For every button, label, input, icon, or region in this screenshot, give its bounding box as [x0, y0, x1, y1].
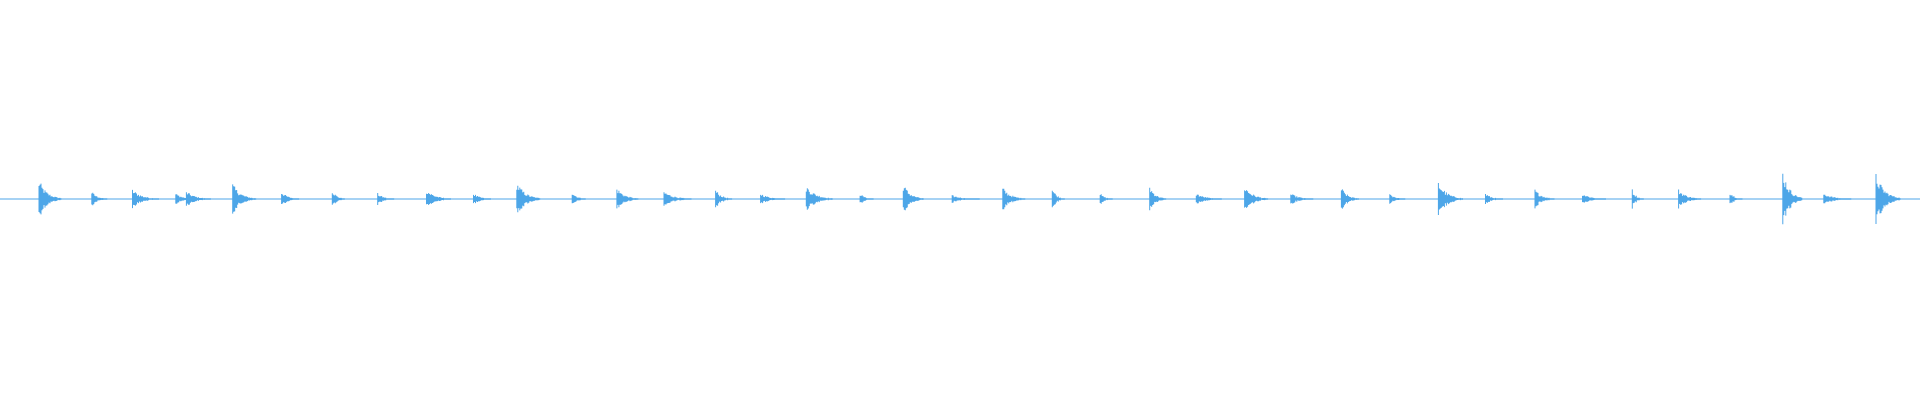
- waveform-burst: [1002, 188, 1026, 210]
- waveform-burst: [663, 192, 692, 206]
- waveform-burst: [331, 193, 345, 205]
- waveform-burst: [1340, 189, 1359, 209]
- waveform-burst: [1678, 189, 1702, 209]
- waveform-burst: [1051, 190, 1065, 208]
- waveform-bursts: [38, 173, 1901, 225]
- waveform-burst: [1099, 194, 1113, 204]
- waveform-burst: [473, 194, 491, 204]
- waveform-burst: [1729, 194, 1743, 204]
- waveform-burst: [185, 192, 211, 206]
- waveform-burst: [132, 189, 159, 209]
- waveform-burst: [38, 183, 62, 215]
- waveform-burst: [377, 193, 395, 205]
- waveform-burst: [1149, 187, 1167, 211]
- waveform-burst: [1195, 194, 1222, 204]
- waveform-burst: [91, 192, 108, 206]
- waveform-burst: [1244, 190, 1269, 208]
- waveform-burst: [1290, 194, 1314, 204]
- waveform-burst: [1389, 194, 1406, 204]
- waveform-burst: [1875, 174, 1901, 224]
- waveform-burst: [902, 187, 924, 211]
- waveform-burst: [1485, 194, 1503, 204]
- waveform-burst: [1823, 194, 1852, 204]
- waveform-burst: [516, 185, 541, 213]
- waveform-burst: [715, 190, 733, 208]
- waveform-burst: [426, 193, 451, 205]
- waveform-burst: [616, 189, 639, 209]
- waveform-burst: [951, 195, 980, 203]
- waveform-burst: [1631, 189, 1644, 209]
- waveform-burst: [281, 194, 300, 204]
- waveform-burst: [1782, 173, 1803, 225]
- waveform-burst: [805, 188, 833, 210]
- waveform-burst: [1437, 183, 1463, 215]
- waveform-burst: [571, 194, 586, 204]
- waveform-burst: [232, 184, 257, 214]
- waveform-burst: [1534, 189, 1555, 209]
- waveform-burst: [859, 195, 874, 203]
- waveform-burst: [760, 194, 786, 204]
- waveform-burst: [1582, 195, 1606, 203]
